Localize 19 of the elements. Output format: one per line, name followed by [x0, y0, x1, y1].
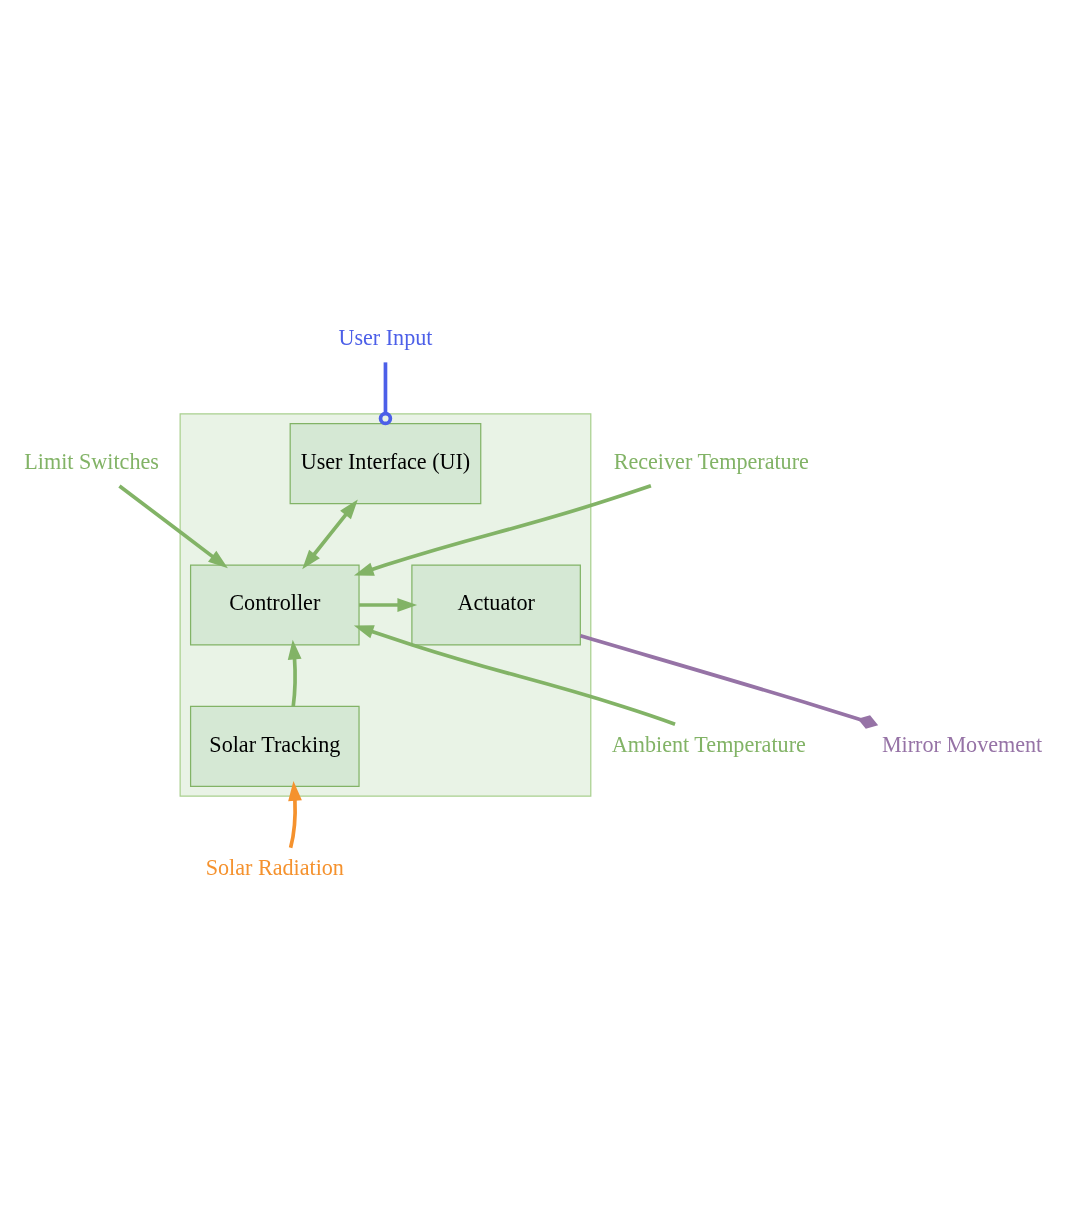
node-box: Actuator	[411, 563, 581, 646]
connector	[378, 361, 393, 425]
arrow	[287, 639, 302, 707]
node-text: Solar Radiation	[205, 854, 344, 880]
node-box: User Interface (UI)	[289, 422, 482, 504]
arrow	[118, 483, 228, 568]
arrow	[302, 499, 358, 569]
node-text: Mirror Movement	[881, 731, 1043, 757]
node-text: User Input	[338, 324, 433, 350]
node-text: Limit Switches	[24, 448, 159, 474]
arrow	[353, 483, 652, 576]
node-text: Ambient Temperature	[611, 731, 806, 757]
node-box: Controller	[189, 563, 360, 646]
arrow	[353, 624, 676, 726]
connector	[580, 633, 879, 729]
node-box: Solar Tracking	[189, 705, 360, 787]
node-text: Receiver Temperature	[613, 448, 809, 474]
arrow	[288, 780, 302, 848]
arrow	[359, 597, 418, 612]
